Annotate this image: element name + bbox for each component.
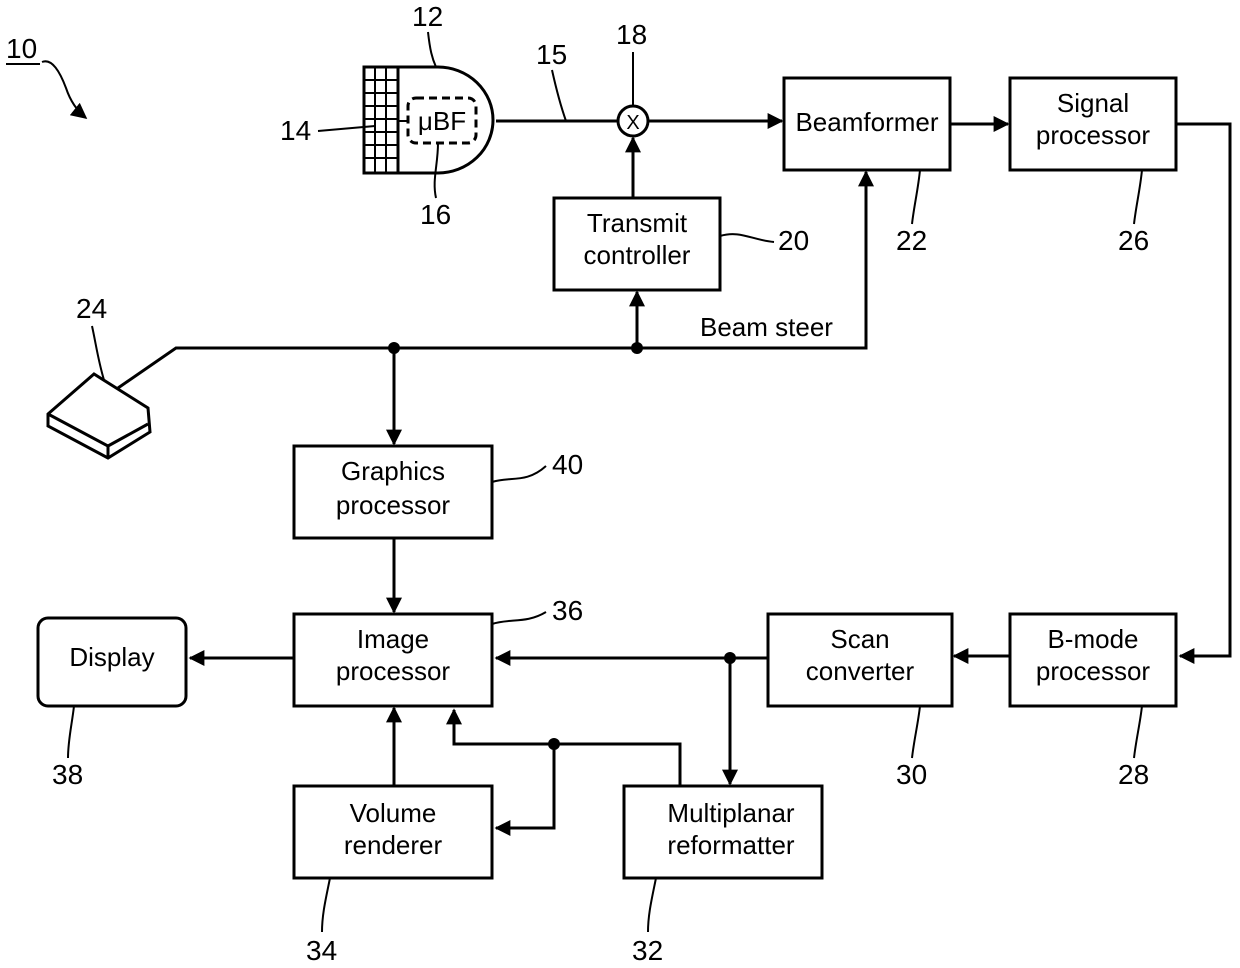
figure-pointer-arrow xyxy=(42,61,86,118)
ref-36: 36 xyxy=(552,595,583,626)
scan-converter-label-2: converter xyxy=(806,656,915,686)
graphics-processor-label-1: Graphics xyxy=(341,456,445,486)
ref-34: 34 xyxy=(306,935,337,966)
beamformer-label: Beamformer xyxy=(795,107,938,137)
bmode-processor-label-2: processor xyxy=(1036,656,1150,686)
image-processor-label-1: Image xyxy=(357,624,429,654)
bmode-processor-label-1: B-mode xyxy=(1047,624,1138,654)
volume-renderer-label-1: Volume xyxy=(350,798,437,828)
ref-18: 18 xyxy=(616,19,647,50)
ref-16: 16 xyxy=(420,199,451,230)
ref-22: 22 xyxy=(896,225,927,256)
volume-renderer-label-2: renderer xyxy=(344,830,443,860)
ref-32: 32 xyxy=(632,935,663,966)
transducer-array xyxy=(364,67,398,173)
ref-38: 38 xyxy=(52,759,83,790)
tr-switch: X xyxy=(618,106,648,136)
ultrasound-probe: μBF xyxy=(364,67,493,173)
signal-processor-label-2: processor xyxy=(1036,120,1150,150)
switch-label: X xyxy=(626,112,639,134)
ref-15: 15 xyxy=(536,39,567,70)
ref-12: 12 xyxy=(412,1,443,32)
user-interface-panel xyxy=(48,374,150,458)
graphics-processor-label-2: processor xyxy=(336,490,450,520)
ref-14: 14 xyxy=(280,115,311,146)
ref-20: 20 xyxy=(778,225,809,256)
image-processor-label-2: processor xyxy=(336,656,450,686)
display-label: Display xyxy=(69,642,154,672)
scan-converter-label-1: Scan xyxy=(830,624,889,654)
beam-steer-label: Beam steer xyxy=(700,312,833,342)
ref-30: 30 xyxy=(896,759,927,790)
transmit-controller-label-2: controller xyxy=(584,240,691,270)
ref-40: 40 xyxy=(552,449,583,480)
ref-28: 28 xyxy=(1118,759,1149,790)
multiplanar-reformatter-label-2: reformatter xyxy=(667,830,794,860)
figure-number: 10 xyxy=(6,33,37,64)
micro-beamformer-label: μBF xyxy=(418,106,466,136)
ref-26: 26 xyxy=(1118,225,1149,256)
ref-24: 24 xyxy=(76,293,107,324)
signal-processor-label-1: Signal xyxy=(1057,88,1129,118)
multiplanar-reformatter-label-1: Multiplanar xyxy=(667,798,795,828)
transmit-controller-label-1: Transmit xyxy=(587,208,688,238)
